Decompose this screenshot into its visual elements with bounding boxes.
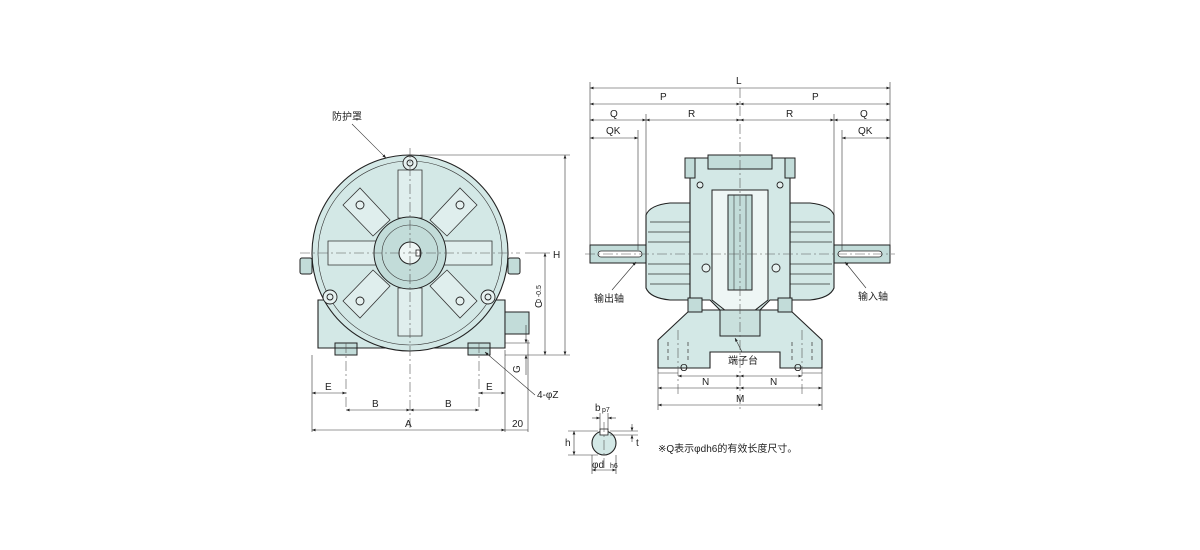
label-b-key: b: [595, 403, 601, 414]
label-e-left: E: [325, 382, 332, 393]
side-view: [585, 82, 895, 410]
label-qk-right: QK: [858, 126, 873, 137]
shaft-section: [568, 413, 638, 474]
label-o-left: O: [680, 363, 688, 374]
label-h-key: h: [565, 438, 571, 449]
label-l: L: [736, 76, 742, 87]
label-c-tolerance: 0 -0.5: [536, 285, 543, 303]
label-terminal: 端子台: [728, 354, 758, 367]
label-d-shaft: φd: [592, 460, 604, 471]
label-z: 4-φZ: [537, 390, 558, 401]
label-b-left: B: [372, 399, 379, 410]
label-20: 20: [512, 419, 524, 430]
label-b-right: B: [445, 399, 452, 410]
label-input-shaft: 输入轴: [858, 290, 888, 303]
label-p-left: P: [660, 92, 667, 103]
label-b-tolerance: p7: [602, 407, 610, 414]
label-p-right: P: [812, 92, 819, 103]
label-t-key: t: [636, 438, 639, 449]
label-e-right: E: [486, 382, 493, 393]
label-r-left: R: [688, 109, 695, 120]
label-n-right: N: [770, 377, 777, 388]
label-d-tolerance: h6: [610, 463, 618, 470]
label-q-right: Q: [860, 109, 868, 120]
label-r-right: R: [786, 109, 793, 120]
label-h: H: [553, 250, 560, 261]
label-q-left: Q: [610, 109, 618, 120]
label-n-left: N: [702, 377, 709, 388]
label-output-shaft: 输出轴: [594, 292, 624, 305]
label-m: M: [736, 394, 744, 405]
label-c: C: [534, 301, 545, 308]
label-cover: 防护罩: [332, 110, 362, 123]
label-qk-left: QK: [606, 126, 621, 137]
front-view: [299, 123, 570, 432]
rib-sectors: [327, 169, 493, 337]
label-o-right: O: [794, 363, 802, 374]
note-text: ※Q表示φdh6的有效长度尺寸。: [658, 442, 797, 455]
label-a: A: [405, 419, 412, 430]
label-g: G: [512, 365, 523, 373]
